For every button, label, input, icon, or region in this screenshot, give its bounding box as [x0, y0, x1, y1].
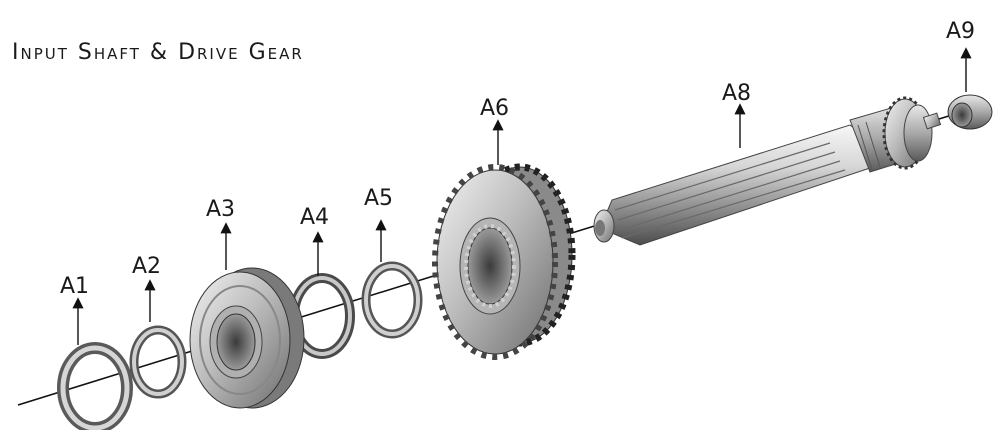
main-shaft-part [593, 96, 942, 246]
label-a1: A1 [60, 274, 89, 299]
snap-ring-a2-part [129, 325, 187, 399]
bushing-a9-part [947, 94, 993, 130]
label-a3: A3 [206, 197, 235, 222]
snap-ring-a5-part [361, 261, 423, 339]
bearing-a3-part [189, 267, 305, 409]
sleeve-a1-part [57, 342, 133, 430]
label-a4: A4 [300, 205, 329, 230]
label-a8: A8 [722, 81, 751, 106]
drive-gear-part [432, 163, 576, 360]
label-a2: A2 [132, 254, 161, 279]
label-a6: A6 [480, 96, 509, 121]
diagram-title: Input Shaft & Drive Gear [12, 40, 304, 65]
label-a9: A9 [946, 19, 975, 44]
label-a5: A5 [364, 186, 393, 211]
